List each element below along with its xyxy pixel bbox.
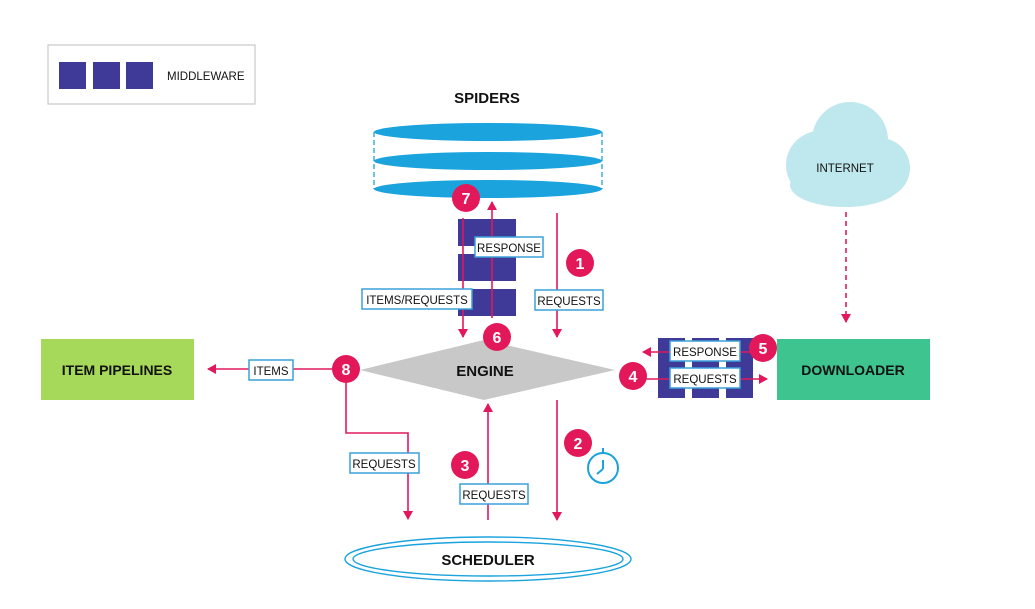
step-badge-4 [619,362,647,390]
spiders: SPIDERS [373,90,603,198]
scheduler-ring-outer [344,536,632,582]
engine: ENGINE [360,340,615,400]
legend-middleware-block-1 [59,62,86,89]
label-items-requests-box [361,288,473,310]
step-number-3: 3 [461,458,470,475]
step-badge-8 [332,355,360,383]
internet-label: INTERNET [816,163,874,175]
step-number-7: 7 [462,191,471,208]
label-response-downloader: RESPONSE [673,347,737,359]
step-number-8: 8 [342,362,351,379]
arrow-engine-to-scheduler-requests [345,382,413,520]
step-badge-2 [564,429,592,457]
label-requests-scheduler-out-box [459,483,529,505]
label-response-downloader-box [669,340,741,362]
legend-label: MIDDLEWARE [167,71,245,83]
legend: MIDDLEWARE [47,44,256,105]
step-badge-1 [566,249,594,277]
spider-middleware-block-2 [458,254,516,281]
label-requests-scheduler-in-box [349,452,420,474]
label-response-spider: RESPONSE [477,243,541,255]
label-requests-1-box [534,289,604,311]
step-badge-5 [749,334,777,362]
downloader-box [777,339,930,400]
engine-diamond [360,340,615,400]
step-badge-6 [483,323,511,351]
legend-middleware-block-2 [93,62,120,89]
flow-labels: REQUESTS RESPONSE ITEMS/REQUESTS RESPONS… [248,236,741,505]
timer-icon [587,448,619,484]
step-number-6: 6 [493,330,502,347]
label-requests-scheduler-out: REQUESTS [462,490,526,502]
internet: INTERNET [786,102,910,207]
step-number-5: 5 [759,341,768,358]
label-items-box [248,359,294,381]
step-badges: 1 2 3 4 5 6 7 8 [332,184,777,479]
label-requests-scheduler-in: REQUESTS [352,459,416,471]
label-requests-1: REQUESTS [537,296,601,308]
legend-middleware-block-3 [126,62,153,89]
spiders-title: SPIDERS [454,90,520,107]
step-badge-7 [452,184,480,212]
label-requests-downloader: REQUESTS [673,374,737,386]
label-items: ITEMS [253,366,288,378]
scheduler-ring-inner [352,541,624,577]
downloader-label: DOWNLOADER [801,362,904,378]
spiders-disk-bottom [374,180,602,198]
label-items-requests: ITEMS/REQUESTS [366,295,468,307]
item-pipelines-box [41,339,194,400]
step-badge-3 [451,451,479,479]
label-requests-downloader-box [669,367,741,389]
scheduler-label: SCHEDULER [441,552,535,569]
internet-cloud [786,102,910,207]
label-response-spider-box [474,236,544,258]
downloader: DOWNLOADER [777,339,930,400]
scheduler: SCHEDULER [344,536,632,582]
spiders-disk-top [374,123,602,141]
engine-label: ENGINE [456,363,514,380]
step-number-1: 1 [576,256,585,273]
item-pipelines: ITEM PIPELINES [41,339,194,400]
spiders-disk-middle [374,152,602,170]
step-number-4: 4 [629,369,638,386]
step-number-2: 2 [574,436,583,453]
item-pipelines-label: ITEM PIPELINES [62,362,172,378]
